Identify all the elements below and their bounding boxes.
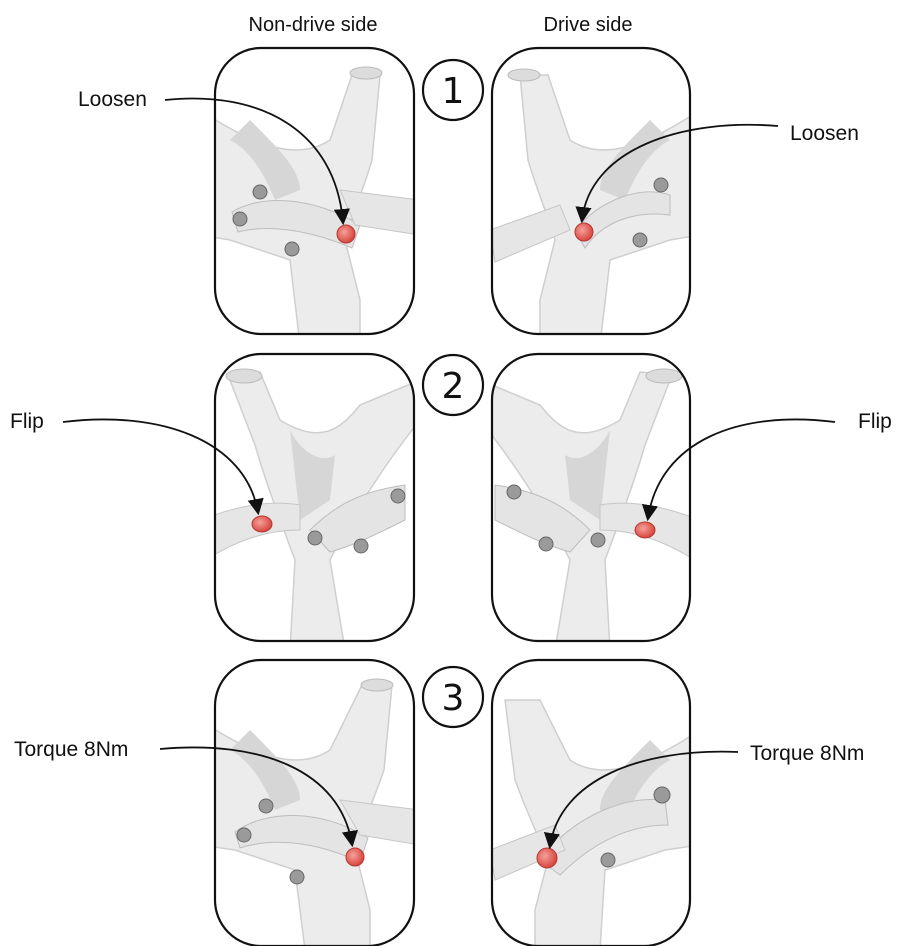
step-2-right-flip-chip [635,522,655,538]
step-3-right-flip-chip-bolt [537,848,557,868]
step-1-non-drive-illustration [200,67,420,345]
step-3-left-label: Torque 8Nm [14,738,128,761]
drive-side-header: Drive side [544,14,633,36]
step-2-right-leader-arrow [648,419,835,518]
step-2-left-label: Flip [10,410,44,433]
step-3-drive-illustration [490,700,700,946]
step-2-non-drive-illustration [200,369,420,650]
step-1-right-flip-chip-bolt [575,223,593,241]
step-1-drive-illustration [490,69,700,345]
step-2: 2 Flip Flip [10,354,892,650]
step-3-number: 3 [442,678,465,719]
step-3-right-label: Torque 8Nm [750,742,864,765]
step-2-right-label: Flip [858,410,892,433]
step-2-left-leader-arrow [63,419,258,512]
step-3-left-flip-chip-bolt [346,848,364,866]
step-1-left-flip-chip-bolt [337,225,355,243]
step-3-non-drive-illustration [200,679,420,946]
step-1-left-label: Loosen [78,88,147,111]
step-3: 3 Torque 8Nm Torque 8Nm [14,660,864,946]
non-drive-side-header: Non-drive side [249,14,378,36]
step-1: 1 Loosen Loosen [78,48,859,345]
step-2-number: 2 [442,366,465,407]
step-1-right-label: Loosen [790,122,859,145]
step-1-number: 1 [442,71,465,112]
step-2-drive-illustration [480,369,700,650]
step-2-left-flip-chip [252,516,272,532]
